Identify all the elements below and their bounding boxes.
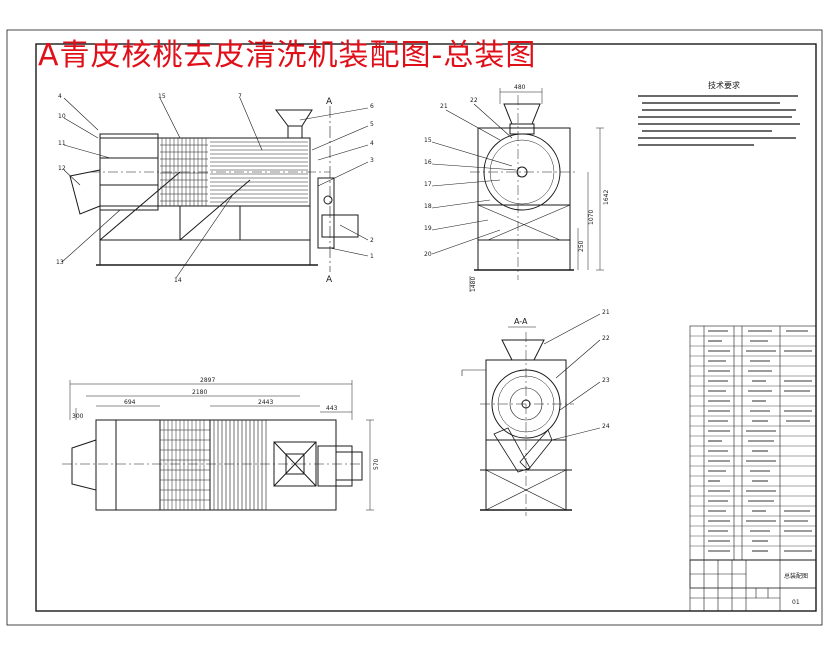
- side-dim-1642: 1642: [603, 190, 610, 205]
- callout-15: 15: [158, 93, 166, 100]
- outer-border: [6, 29, 823, 626]
- plan-dim-570: 570: [373, 458, 380, 470]
- tech-requirements: 技术要求: [638, 80, 800, 146]
- section-view-title: A-A: [514, 317, 528, 326]
- plan-dim-443: 443: [326, 405, 338, 412]
- side-callout-18: 18: [424, 203, 432, 210]
- side-view: [431, 88, 604, 292]
- section-view-callouts: 21 22 23 24: [602, 309, 610, 430]
- callout-4a: 4: [58, 93, 62, 100]
- sheet-number: 01: [792, 599, 800, 606]
- side-dim-1070: 1070: [588, 210, 595, 225]
- title-block: [689, 559, 817, 612]
- callout-4b: 4: [370, 140, 374, 147]
- plan-view-dims: 2897 2180 694 2443 443 570 300: [72, 377, 380, 470]
- drawing-name: 总装配图: [784, 572, 808, 580]
- tech-req-heading: 技术要求: [708, 80, 740, 90]
- plan-dim-2897: 2897: [200, 377, 215, 384]
- callout-14: 14: [174, 277, 182, 284]
- section-callout-22: 22: [602, 335, 610, 342]
- parts-list: [689, 325, 817, 589]
- side-dim-1480: 1480: [470, 277, 477, 292]
- callout-7: 7: [238, 93, 242, 100]
- section-view: [461, 313, 601, 516]
- section-callout-24: 24: [602, 423, 610, 430]
- drawing-title: A青皮核桃去皮清洗机装配图-总装图: [38, 38, 537, 73]
- side-dim-480: 480: [514, 84, 526, 91]
- side-callout-15: 15: [424, 137, 432, 144]
- side-callout-22: 22: [470, 97, 478, 104]
- side-callout-20: 20: [424, 251, 432, 258]
- side-callout-19: 19: [424, 225, 432, 232]
- plan-view: [62, 380, 374, 511]
- callout-1: 1: [370, 253, 374, 260]
- callout-2: 2: [370, 237, 374, 244]
- side-callout-16: 16: [424, 159, 432, 166]
- section-marker-bottom: A: [326, 275, 333, 285]
- callout-12: 12: [58, 165, 66, 172]
- section-callout-21: 21: [602, 309, 610, 316]
- side-callout-21: 21: [440, 103, 448, 110]
- section-callout-23: 23: [602, 377, 610, 384]
- plan-dim-2180: 2180: [192, 389, 207, 396]
- callout-10: 10: [58, 113, 66, 120]
- plan-dim-2443: 2443: [258, 399, 273, 406]
- callout-13: 13: [56, 259, 64, 266]
- plan-dim-300: 300: [72, 413, 84, 420]
- plan-dim-694: 694: [124, 399, 136, 406]
- callout-6: 6: [370, 103, 374, 110]
- callout-11: 11: [58, 140, 66, 147]
- callout-3: 3: [370, 157, 374, 164]
- front-view: [61, 97, 369, 279]
- front-view-callouts: 4 10 11 12 13 14 15 7 6 5 4 3 2 1: [56, 93, 374, 284]
- section-marker-top: A: [326, 97, 333, 107]
- side-callout-17: 17: [424, 181, 432, 188]
- side-view-labels: 15 16 17 18 19 20 21 22 480 1642 1070 25…: [424, 84, 610, 292]
- side-dim-250: 250: [578, 240, 585, 252]
- callout-5: 5: [370, 121, 374, 128]
